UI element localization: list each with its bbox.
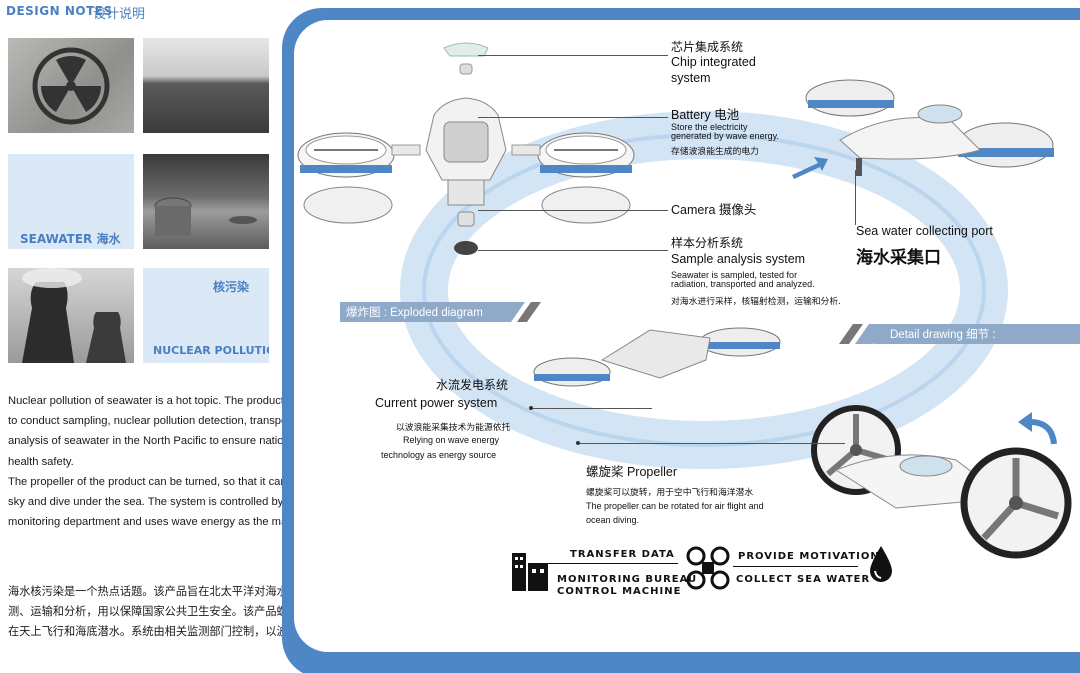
exploded-banner: 爆炸图 : Exploded diagram bbox=[340, 302, 542, 322]
current-label-en: Current power system bbox=[375, 396, 498, 410]
flow-provide-motivation: PROVIDE MOTIVATION bbox=[738, 551, 880, 562]
radiation-icon bbox=[32, 47, 110, 125]
battery-title: Battery 电池 bbox=[671, 108, 740, 122]
current-desc-2: technology as energy source bbox=[381, 450, 497, 460]
sample-label-cn: 样本分析系统 bbox=[671, 236, 744, 250]
sample-desc-cn: 对海水进行采样，核辐射检测，运输和分析. bbox=[671, 297, 841, 307]
propeller-desc-cn: 螺旋桨可以旋转，用于空中飞行和海洋潜水 bbox=[586, 488, 754, 498]
description-en-p2: The propeller of the product can be turn… bbox=[8, 475, 345, 529]
propeller-title: 螺旋桨 Propeller bbox=[586, 465, 677, 479]
swirl-background bbox=[400, 111, 1008, 469]
pollution-caption-cn: 核污染 bbox=[213, 280, 250, 294]
leader-camera bbox=[478, 210, 668, 211]
description-en-p1: Nuclear pollution of seawater is a hot t… bbox=[8, 395, 344, 468]
cooling-tower-image bbox=[8, 268, 134, 363]
flow-collect-sea-water: COLLECT SEA WATER bbox=[736, 574, 871, 585]
pollution-tile: 核污染 NUCLEAR POLLUTION bbox=[143, 268, 269, 363]
leader-battery bbox=[478, 117, 668, 118]
sample-desc-2: radiation, transported and analyzed. bbox=[671, 279, 815, 289]
exploded-banner-text: 爆炸图 : Exploded diagram bbox=[346, 307, 483, 319]
exploded-drone-art bbox=[297, 42, 635, 255]
cooling-tower-icon bbox=[22, 268, 126, 363]
arrow-icon bbox=[792, 157, 828, 179]
propeller-desc-1: The propeller can be rotated for air fli… bbox=[586, 501, 764, 511]
leader-sample bbox=[478, 250, 668, 251]
detail-banner-text: Detail drawing 细节 : bbox=[890, 329, 996, 341]
chip-label-en1: Chip integrated bbox=[671, 55, 756, 69]
dot-current bbox=[529, 406, 533, 410]
camera-label: Camera 摄像头 bbox=[671, 203, 757, 217]
pollution-caption-en: NUCLEAR POLLUTION bbox=[153, 344, 269, 357]
leader-propeller bbox=[580, 443, 845, 444]
assembled-drone-art bbox=[805, 79, 1054, 176]
dot-propeller bbox=[576, 441, 580, 445]
seawater-caption: SEAWATER 海水 bbox=[20, 232, 121, 246]
sample-label-en: Sample analysis system bbox=[671, 252, 806, 266]
propeller-desc-2: ocean diving. bbox=[586, 515, 640, 525]
port-label-cn: 海水采集口 bbox=[856, 248, 941, 268]
battery-desc-1: Store the electricity bbox=[671, 122, 748, 132]
flow-monitoring-2: CONTROL MACHINE bbox=[557, 586, 682, 597]
detail-banner-bg bbox=[874, 324, 1080, 344]
barrel-icon bbox=[154, 197, 257, 236]
battery-desc-cn: 存储波浪能生成的电力 bbox=[671, 147, 759, 157]
description-en: Nuclear pollution of seawater is a hot t… bbox=[8, 391, 348, 532]
header-title-en: DESIGN NOTES bbox=[6, 4, 113, 18]
detail-banner: Detail drawing 细节 : bbox=[838, 324, 1080, 344]
current-desc-1: Relying on wave energy bbox=[403, 435, 500, 445]
building-icon bbox=[512, 553, 548, 591]
current-desc-cn: 以波浪能采集技术为能源依托 bbox=[396, 423, 511, 433]
chip-label-cn: 芯片集成系统 bbox=[671, 40, 744, 54]
drone-icon bbox=[686, 546, 730, 590]
barrel-sea-image bbox=[143, 154, 269, 249]
propeller-art bbox=[811, 405, 1072, 559]
current-label-cn: 水流发电系统 bbox=[436, 378, 509, 392]
flow-monitoring-1: MONITORING BUREAU bbox=[557, 574, 698, 585]
current-power-art bbox=[533, 327, 781, 387]
port-label-en: Sea water collecting port bbox=[856, 224, 993, 238]
header-title-cn: 设计说明 bbox=[93, 7, 146, 22]
flow-line-right bbox=[733, 566, 858, 567]
sample-desc-1: Seawater is sampled, tested for bbox=[671, 270, 798, 280]
chip-label-en2: system bbox=[671, 71, 711, 85]
battery-desc-2: generated by wave energy. bbox=[671, 131, 779, 141]
leader-port bbox=[855, 170, 856, 225]
rotate-arrow-icon bbox=[1018, 412, 1057, 445]
exploded-banner-bg bbox=[340, 302, 510, 322]
water-drop-icon bbox=[870, 546, 892, 582]
seawater-tile: SEAWATER 海水 bbox=[8, 154, 134, 249]
radiation-wall-image bbox=[8, 38, 134, 133]
leader-current bbox=[532, 408, 652, 409]
flow-line-top bbox=[548, 563, 678, 564]
leader-chip bbox=[478, 55, 668, 56]
sea-image bbox=[143, 38, 269, 133]
flow-transfer-data: TRANSFER DATA bbox=[570, 549, 675, 560]
